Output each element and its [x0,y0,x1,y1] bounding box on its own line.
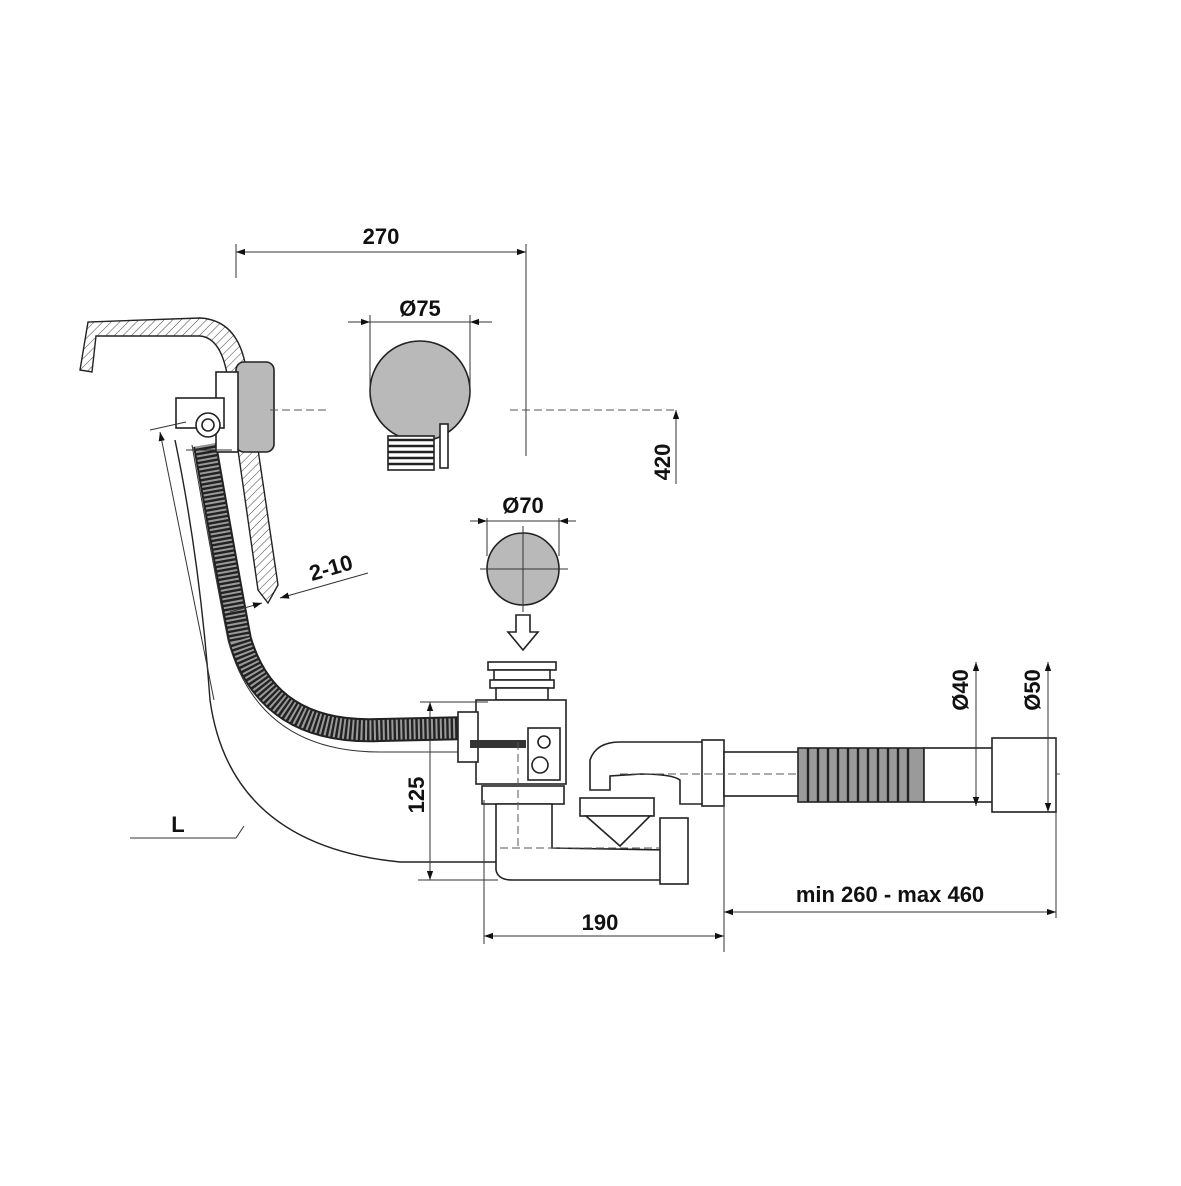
dim-outlet-d2-label: Ø50 [1020,669,1045,711]
overflow-hose [191,442,471,753]
dimension-lines [149,244,1057,952]
bathtub-wall [79,317,279,605]
overflow-fitting [175,361,275,453]
dim-cap-drain-label: Ø70 [502,493,544,518]
dim-420-label: 420 [650,444,675,481]
bathtub-outline [130,439,500,863]
dim-wall-label: 2-10 [306,550,355,586]
dim-190-label: 190 [582,910,619,935]
dim-hose-length-label: L [171,812,184,837]
dim-outlet-d1-label: Ø40 [948,669,973,711]
dim-cap-overflow-label: Ø75 [399,296,441,321]
drain-cap-detail [480,526,568,652]
dim-125-label: 125 [404,777,429,814]
drain-trap [457,661,1060,885]
outlet-hose [797,737,1057,813]
dim-270-label: 270 [363,224,400,249]
dim-outlet-range-label: min 260 - max 460 [796,882,984,907]
overflow-cap-detail [270,340,676,471]
arrow-down-icon [506,614,540,652]
